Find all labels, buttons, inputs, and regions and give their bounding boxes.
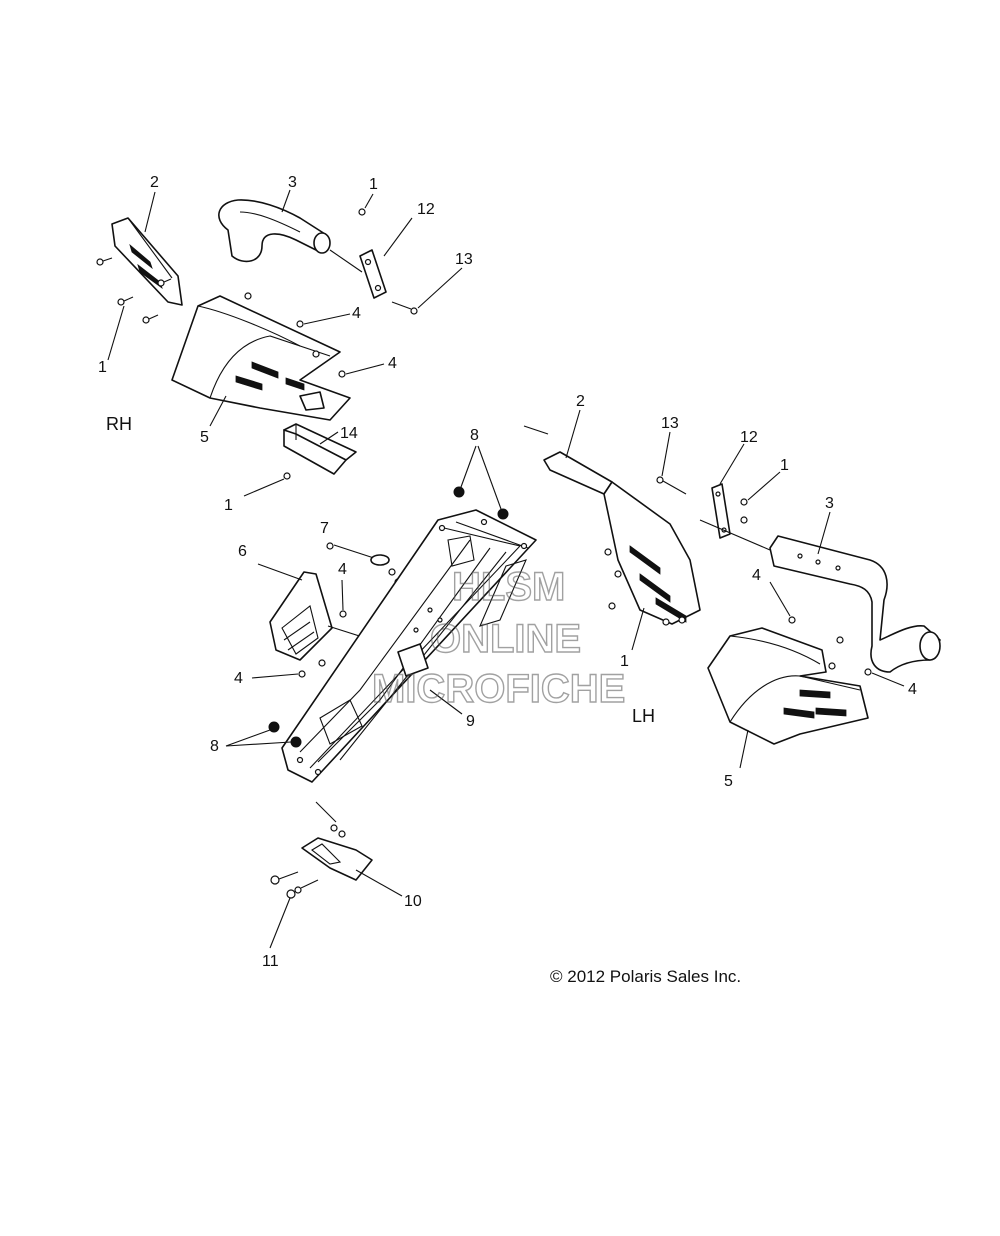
rh-bracket-part-2 [111,217,183,306]
lh-pipe-part-3 [769,535,941,673]
callout-4-mid-b: 4 [234,670,243,687]
leader-lh-12 [719,443,745,485]
nuts-part-8-top [453,486,509,520]
leader-lh-1-low [631,607,645,651]
leader-11 [269,897,291,949]
callout-6: 6 [238,543,247,560]
callout-8-top: 8 [470,427,479,444]
callout-8-bottom: 8 [210,738,219,755]
rh-heat-shield-part-5 [171,295,351,421]
rh-shield-bolts [244,292,346,378]
lh-bracket-bolts [604,548,686,626]
callout-lh-4-a: 4 [752,567,761,584]
callout-7: 7 [320,520,329,537]
leader-4-mid-b [251,673,299,679]
callout-lh-5: 5 [724,773,733,790]
leader-rh-5 [209,395,227,427]
callout-10: 10 [404,893,422,910]
callout-1-mid: 1 [224,497,233,514]
leader-14 [319,431,339,445]
callout-rh-1-left: 1 [98,359,107,376]
callout-9: 9 [466,713,475,730]
leader-rh-3-axis [329,249,363,273]
rh-bolt-13 [410,307,418,315]
bracket-part-14 [283,423,357,475]
leader-lh-4-b [871,672,905,687]
leader-rh-1-top [364,193,374,209]
leader-1-mid [243,478,285,497]
callout-lh-3: 3 [825,495,834,512]
watermark-line-3: MICROFICHE [372,667,625,711]
leader-lh-13 [661,431,671,477]
copyright-text: © 2012 Polaris Sales Inc. [550,967,741,986]
leader-8-top-b [477,445,502,510]
watermark-line-2: ONLINE [430,617,581,661]
leader-8-top-a [460,445,477,488]
lh-plate-part-12 [711,483,731,539]
callout-rh-3: 3 [288,174,297,191]
callout-14: 14 [340,425,358,442]
lh-bolt-13 [656,476,664,484]
lh-bracket-part-2 [523,425,701,625]
leader-8-bottom-b [225,741,292,747]
callout-rh-4-a: 4 [352,305,361,322]
watermark-line-1: HLSM [452,565,565,609]
label-rh: RH [106,414,132,434]
leader-10 [355,869,403,897]
bracket-part-10 [301,824,373,881]
callout-rh-4-b: 4 [388,355,397,372]
rh-bolt-1-top [358,208,366,216]
leader-rh-2 [144,191,156,233]
watermark: HLSM ONLINE MICROFICHE [371,564,626,711]
leader-8-bottom-a [225,729,271,747]
callout-4-mid-a: 4 [338,561,347,578]
callout-lh-12: 12 [740,429,758,446]
callout-11: 11 [262,953,279,970]
callout-lh-4-b: 4 [908,681,917,698]
callout-rh-5: 5 [200,429,209,446]
bolt-1-mid [283,472,291,480]
callout-rh-2: 2 [150,174,159,191]
callout-rh-13: 13 [455,251,473,268]
leader-lh-2 [565,409,581,459]
callout-rh-1-top: 1 [369,176,378,193]
leader-4-mid-a [341,579,344,611]
leader-rh-3 [281,189,291,213]
leader-lh-4-a [769,581,791,617]
leader-9 [429,689,463,715]
callout-rh-12: 12 [417,201,435,218]
leader-rh-12 [383,217,413,257]
rh-plate-part-12 [359,249,387,299]
callout-lh-13: 13 [661,415,679,432]
tunnel-frame-part-9 [281,509,537,783]
bracket-part-6 [269,571,333,661]
leader-lh-3 [817,511,831,555]
leader-6 [257,563,303,581]
rh-bracket-bolts [96,257,172,324]
lh-heat-shield-part-5 [707,627,869,745]
rh-pipe-part-3 [218,199,331,263]
leader-rh-4-a [303,313,351,325]
callout-lh-1-top: 1 [780,457,789,474]
leader-lh-5 [739,729,749,769]
leader-lh-1-top [747,471,781,501]
leader-rh-13 [417,267,463,309]
fasteners-part-11 [270,871,319,899]
leader-rh-1-left [107,305,125,361]
callout-lh-2: 2 [576,393,585,410]
leader-rh-4-b [345,363,385,375]
label-lh: LH [632,706,655,726]
callout-lh-1-low: 1 [620,653,629,670]
